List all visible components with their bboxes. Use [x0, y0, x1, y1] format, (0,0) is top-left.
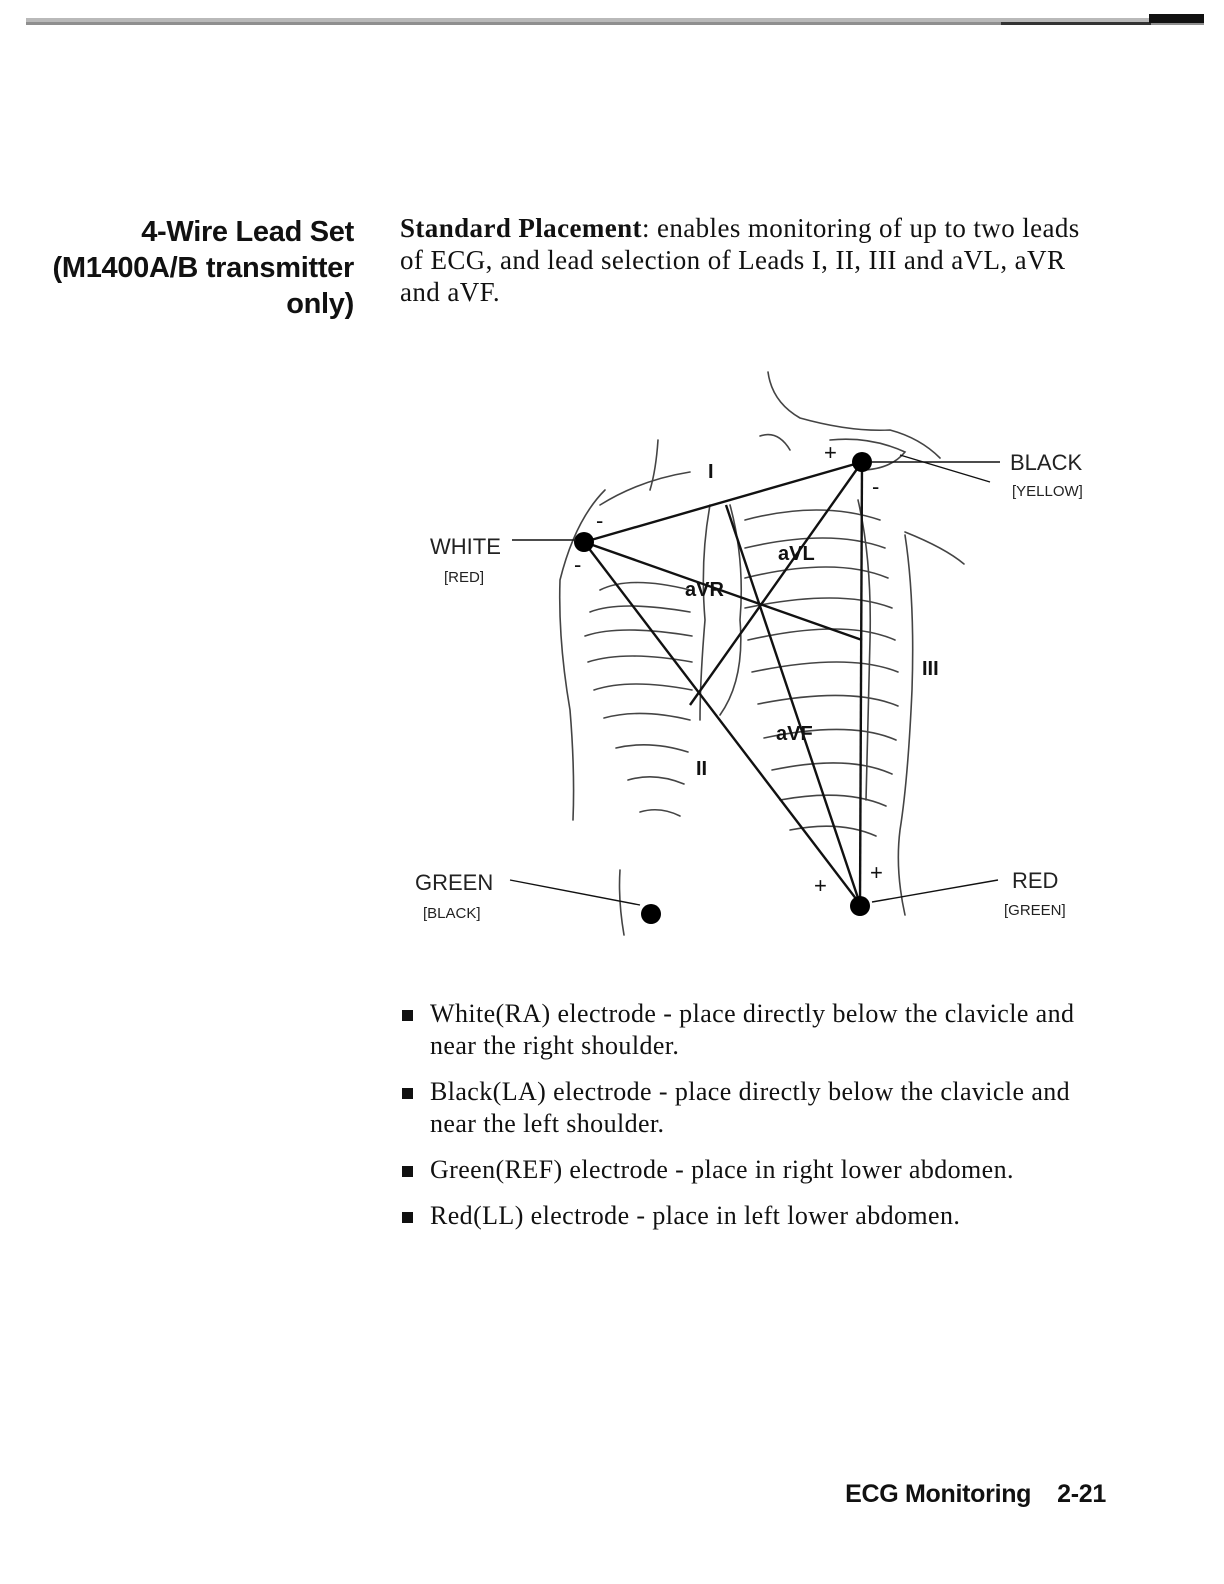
red-electrode — [850, 896, 870, 916]
red-label: RED — [1012, 868, 1058, 893]
lead-ii-label: II — [696, 758, 707, 780]
minus-sign-2: - — [596, 508, 603, 533]
plus-sign-1: + — [824, 440, 837, 465]
bullet-square-icon — [402, 1010, 413, 1021]
lead-iii-label: III — [922, 658, 939, 680]
list-item: Red(LL) electrode - place in left lower … — [400, 1200, 1120, 1232]
lead-i-label: I — [708, 461, 714, 483]
white-electrode — [574, 532, 594, 552]
green-callout — [509, 879, 641, 906]
green-label: GREEN — [415, 870, 493, 895]
black-sub-label: [YELLOW] — [1012, 483, 1083, 500]
bullet-square-icon — [402, 1212, 413, 1223]
intro-text: : enables monitoring of up to two leads … — [400, 213, 1080, 307]
white-label: WHITE — [430, 534, 501, 559]
plus-sign-3: + — [870, 860, 883, 885]
avr-label: aVR — [685, 579, 724, 601]
avf-label: aVF — [776, 723, 813, 745]
black-label: BLACK — [1010, 450, 1082, 475]
torso-sketch — [558, 371, 965, 936]
electrode-instructions-list: White(RA) electrode - place directly bel… — [400, 998, 1120, 1246]
footer-section-title: ECG Monitoring — [845, 1480, 1032, 1508]
list-item: Black(LA) electrode - place directly bel… — [400, 1076, 1120, 1140]
avl-label: aVL — [778, 543, 815, 565]
page-number: 2-21 — [1057, 1480, 1106, 1508]
lead-lines — [583, 460, 864, 905]
heading-line-2: (M1400A/B transmitter — [52, 252, 354, 284]
list-item: Green(REF) electrode - place in right lo… — [400, 1154, 1120, 1186]
minus-sign-1: - — [872, 474, 879, 499]
list-item: White(RA) electrode - place directly bel… — [400, 998, 1120, 1062]
green-sub-label: [BLACK] — [423, 905, 481, 922]
white-sub-label: [RED] — [444, 569, 484, 586]
red-callout — [871, 879, 999, 903]
bullet-square-icon — [402, 1166, 413, 1177]
plus-sign-2: + — [814, 873, 827, 898]
section-heading: 4-Wire Lead Set (M1400A/B transmitter on… — [30, 214, 354, 322]
page-footer: ECG Monitoring 2-21 — [845, 1480, 1106, 1509]
intro-paragraph: Standard Placement: enables monitoring o… — [400, 212, 1090, 308]
top-rule — [26, 14, 1204, 25]
heading-line-3: only) — [286, 288, 354, 320]
red-sub-label: [GREEN] — [1004, 902, 1066, 919]
minus-sign-3: - — [574, 552, 581, 577]
bullet-square-icon — [402, 1088, 413, 1099]
black-callout-2 — [899, 454, 991, 483]
green-electrode — [641, 904, 661, 924]
black-electrode — [852, 452, 872, 472]
intro-bold-label: Standard Placement — [400, 213, 642, 243]
heading-line-1: 4-Wire Lead Set — [141, 216, 354, 248]
